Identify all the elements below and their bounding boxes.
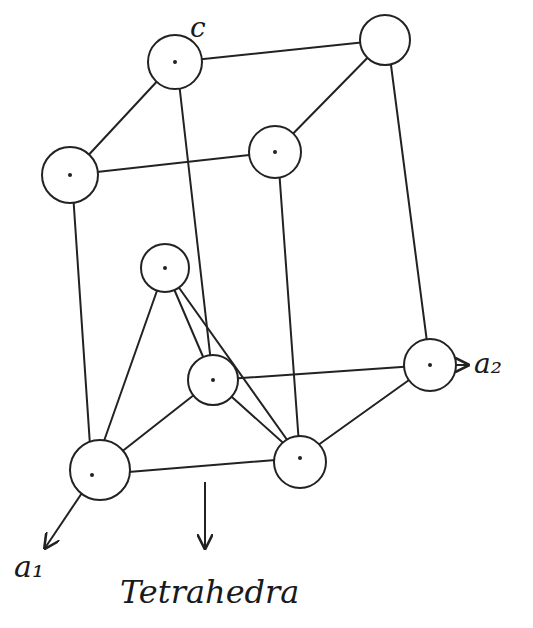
- axis-label: c: [190, 14, 206, 42]
- axis-label: a₂: [474, 350, 502, 378]
- atoms: [42, 15, 456, 500]
- atom-dots: [68, 60, 432, 477]
- axis-label: a₁: [14, 552, 44, 582]
- caption-note: Tetrahedra: [120, 576, 299, 608]
- axis-arrows: [45, 46, 468, 548]
- cell-edges: [70, 40, 430, 475]
